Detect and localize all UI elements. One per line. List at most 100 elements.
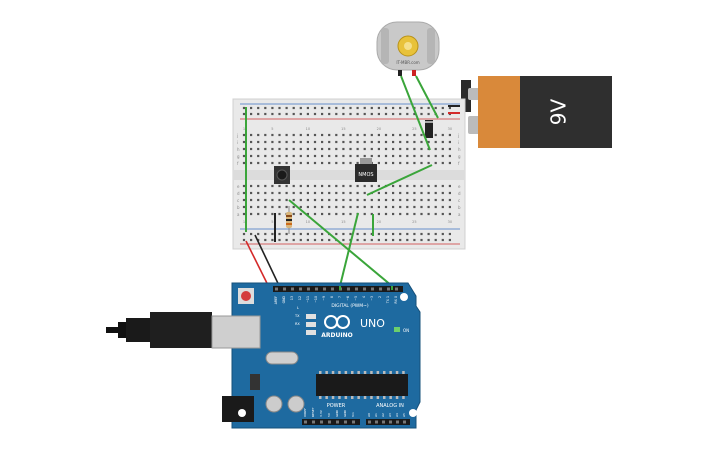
- breadboard-hole[interactable]: [292, 140, 295, 144]
- breadboard-hole[interactable]: [363, 191, 366, 195]
- breadboard-hole[interactable]: [420, 232, 423, 236]
- breadboard-hole[interactable]: [271, 147, 274, 151]
- breadboard-hole[interactable]: [399, 191, 402, 195]
- breadboard-hole[interactable]: [349, 191, 352, 195]
- breadboard-hole[interactable]: [299, 205, 302, 209]
- pushbutton[interactable]: [274, 166, 290, 184]
- breadboard-hole[interactable]: [356, 238, 359, 242]
- breadboard-hole[interactable]: [356, 184, 359, 188]
- breadboard-hole[interactable]: [328, 205, 331, 209]
- breadboard-hole[interactable]: [242, 191, 246, 195]
- breadboard-hole[interactable]: [377, 205, 380, 209]
- breadboard-hole[interactable]: [313, 232, 317, 236]
- breadboard-hole[interactable]: [313, 205, 317, 209]
- breadboard-hole[interactable]: [278, 112, 281, 116]
- breadboard-hole[interactable]: [413, 184, 416, 188]
- breadboard-hole[interactable]: [413, 198, 416, 202]
- breadboard-hole[interactable]: [413, 191, 416, 195]
- breadboard-hole[interactable]: [434, 140, 437, 144]
- breadboard-hole[interactable]: [392, 112, 395, 116]
- breadboard-hole[interactable]: [448, 106, 451, 110]
- breadboard-hole[interactable]: [321, 238, 324, 242]
- breadboard-hole[interactable]: [250, 133, 253, 137]
- breadboard-hole[interactable]: [299, 112, 302, 116]
- breadboard-hole[interactable]: [313, 161, 317, 165]
- breadboard-hole[interactable]: [342, 154, 345, 158]
- breadboard-hole[interactable]: [342, 184, 345, 188]
- breadboard-hole[interactable]: [441, 212, 444, 216]
- breadboard-hole[interactable]: [427, 184, 430, 188]
- breadboard-hole[interactable]: [363, 112, 366, 116]
- breadboard-hole[interactable]: [384, 205, 388, 209]
- breadboard-hole[interactable]: [306, 147, 309, 151]
- breadboard-hole[interactable]: [434, 184, 437, 188]
- breadboard-hole[interactable]: [363, 212, 366, 216]
- breadboard-hole[interactable]: [299, 106, 302, 110]
- breadboard-hole[interactable]: [278, 205, 281, 209]
- breadboard-hole[interactable]: [392, 232, 395, 236]
- breadboard-hole[interactable]: [264, 147, 267, 151]
- breadboard-hole[interactable]: [349, 184, 352, 188]
- breadboard-hole[interactable]: [292, 133, 295, 137]
- breadboard-hole[interactable]: [349, 154, 352, 158]
- breadboard-hole[interactable]: [335, 112, 338, 116]
- breadboard-hole[interactable]: [271, 191, 274, 195]
- breadboard-hole[interactable]: [328, 140, 331, 144]
- breadboard-hole[interactable]: [242, 205, 246, 209]
- breadboard-hole[interactable]: [242, 112, 246, 116]
- breadboard-hole[interactable]: [377, 133, 380, 137]
- breadboard-hole[interactable]: [250, 147, 253, 151]
- breadboard-hole[interactable]: [328, 184, 331, 188]
- breadboard-hole[interactable]: [285, 232, 288, 236]
- breadboard-hole[interactable]: [299, 198, 302, 202]
- breadboard-hole[interactable]: [250, 205, 253, 209]
- breadboard-hole[interactable]: [356, 154, 359, 158]
- breadboard-hole[interactable]: [356, 112, 359, 116]
- breadboard-hole[interactable]: [271, 232, 274, 236]
- breadboard-hole[interactable]: [313, 154, 317, 158]
- header-hole[interactable]: [355, 287, 358, 291]
- breadboard-hole[interactable]: [377, 184, 380, 188]
- breadboard-hole[interactable]: [441, 191, 444, 195]
- header-hole[interactable]: [331, 287, 334, 291]
- breadboard-hole[interactable]: [420, 154, 423, 158]
- breadboard-hole[interactable]: [448, 232, 451, 236]
- breadboard-hole[interactable]: [399, 232, 402, 236]
- breadboard-hole[interactable]: [448, 205, 451, 209]
- breadboard-hole[interactable]: [299, 191, 302, 195]
- breadboard-hole[interactable]: [285, 112, 288, 116]
- header-hole[interactable]: [347, 287, 350, 291]
- breadboard-hole[interactable]: [448, 198, 451, 202]
- header-hole[interactable]: [396, 420, 399, 424]
- breadboard-hole[interactable]: [306, 198, 309, 202]
- breadboard-hole[interactable]: [257, 133, 260, 137]
- breadboard-hole[interactable]: [406, 198, 409, 202]
- breadboard-hole[interactable]: [242, 161, 246, 165]
- breadboard-hole[interactable]: [420, 147, 423, 151]
- breadboard-hole[interactable]: [406, 161, 409, 165]
- breadboard-hole[interactable]: [413, 140, 416, 144]
- breadboard-hole[interactable]: [406, 140, 409, 144]
- breadboard-hole[interactable]: [250, 212, 253, 216]
- breadboard-hole[interactable]: [413, 133, 416, 137]
- breadboard-hole[interactable]: [264, 191, 267, 195]
- breadboard-hole[interactable]: [257, 198, 260, 202]
- breadboard-hole[interactable]: [278, 140, 281, 144]
- breadboard-hole[interactable]: [250, 184, 253, 188]
- breadboard-hole[interactable]: [313, 112, 317, 116]
- header-hole[interactable]: [389, 420, 392, 424]
- breadboard-hole[interactable]: [448, 184, 451, 188]
- breadboard-hole[interactable]: [257, 232, 260, 236]
- breadboard-hole[interactable]: [321, 161, 324, 165]
- breadboard-hole[interactable]: [441, 184, 444, 188]
- breadboard-hole[interactable]: [292, 161, 295, 165]
- breadboard-hole[interactable]: [349, 140, 352, 144]
- breadboard-hole[interactable]: [427, 112, 430, 116]
- breadboard-hole[interactable]: [271, 205, 274, 209]
- breadboard-hole[interactable]: [264, 212, 267, 216]
- breadboard-hole[interactable]: [328, 147, 331, 151]
- breadboard-hole[interactable]: [406, 154, 409, 158]
- breadboard-hole[interactable]: [306, 238, 309, 242]
- breadboard-hole[interactable]: [420, 198, 423, 202]
- header-hole[interactable]: [304, 420, 307, 424]
